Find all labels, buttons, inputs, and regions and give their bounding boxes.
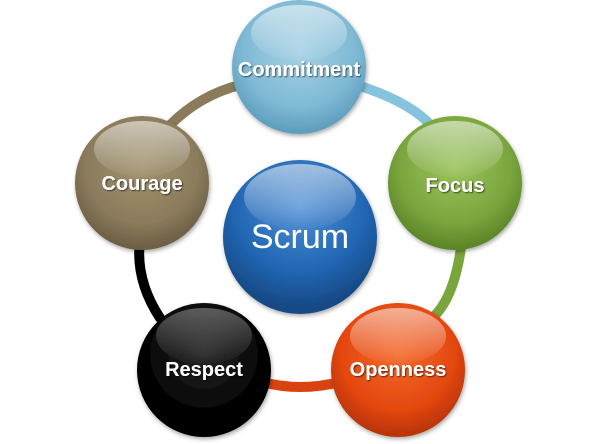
node-respect (137, 303, 271, 437)
connector-respect-courage (134, 235, 165, 323)
connector-courage-commitment (165, 80, 245, 130)
center-node-scrum (223, 160, 377, 314)
center-label: Scrum (251, 218, 349, 256)
node-courage (75, 116, 209, 250)
openness-gloss (350, 308, 446, 364)
courage-label: Courage (101, 173, 182, 195)
commitment-label: Commitment (238, 59, 361, 81)
connector-focus-openness (425, 235, 467, 325)
respect-gloss (156, 308, 252, 364)
commitment-gloss (251, 5, 347, 61)
focus-gloss (407, 121, 503, 177)
node-openness (331, 303, 465, 437)
courage-gloss (94, 121, 190, 177)
openness-label: Openness (350, 359, 447, 381)
focus-label: Focus (426, 175, 485, 197)
center-gloss (244, 164, 356, 230)
respect-label: Respect (165, 359, 243, 381)
connector-openness-respect (257, 377, 345, 392)
node-commitment (232, 0, 366, 134)
node-focus (388, 116, 522, 250)
